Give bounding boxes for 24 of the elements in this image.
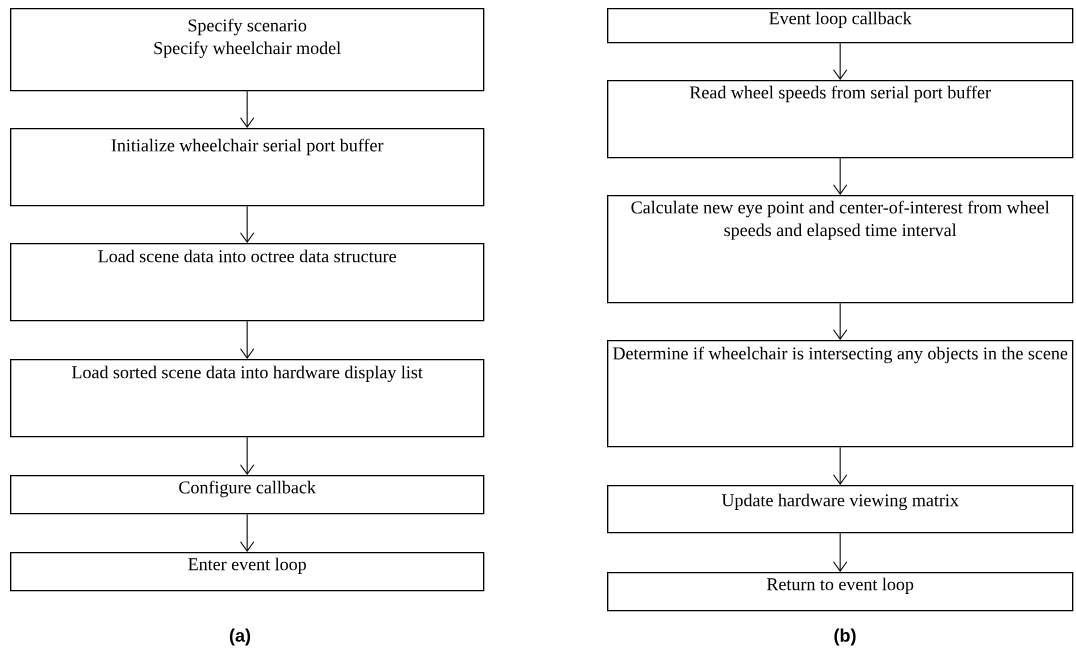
process-box: Event loop callback <box>607 8 1074 44</box>
process-box: Calculate new eye point and center-of-interest from wheel speeds and elapsed time interval <box>607 195 1074 304</box>
process-box: Read wheel speeds from serial port buffer <box>607 80 1074 159</box>
arrow <box>239 320 255 359</box>
arrow <box>239 90 255 128</box>
process-box: Specify scenario Specify wheelchair model <box>10 8 485 92</box>
panel-label: (a) <box>229 628 251 646</box>
arrow <box>832 42 848 80</box>
process-box: Enter event loop <box>10 552 485 592</box>
process-box: Load sorted scene data into hardware display list <box>10 359 485 438</box>
process-box: Return to event loop <box>607 572 1074 612</box>
panel-label: (b) <box>834 628 856 646</box>
arrow <box>832 302 848 340</box>
arrow <box>832 532 848 572</box>
process-box: Configure callback <box>10 475 485 515</box>
arrow <box>239 436 255 475</box>
process-box: Initialize wheelchair serial port buffer <box>10 128 485 207</box>
process-box: Load scene data into octree data structure <box>10 243 485 322</box>
arrow <box>832 446 848 485</box>
arrow <box>832 157 848 195</box>
process-box: Update hardware viewing matrix <box>607 485 1074 534</box>
process-box: Determine if wheelchair is intersecting any objects in the scene <box>607 340 1074 448</box>
arrow <box>239 513 255 552</box>
arrow <box>239 205 255 243</box>
